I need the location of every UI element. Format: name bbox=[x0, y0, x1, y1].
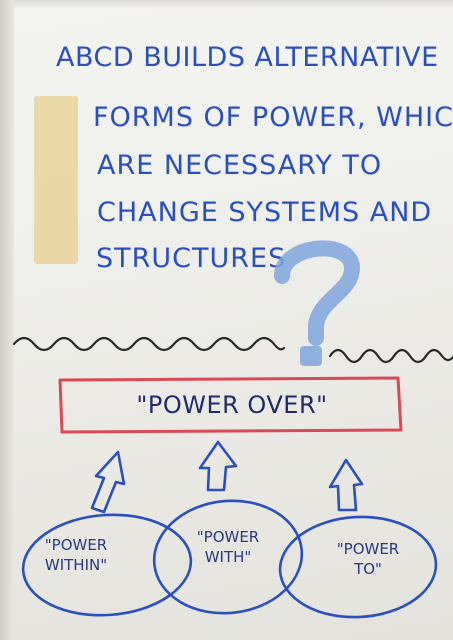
wavy-divider-right bbox=[328, 348, 453, 364]
power-within-line-1: "POWER bbox=[44, 536, 108, 554]
power-with-circle bbox=[152, 499, 304, 615]
power-within-circle bbox=[21, 513, 193, 617]
question-mark-icon bbox=[274, 240, 361, 366]
arrow-up-icon bbox=[328, 458, 364, 512]
power-with-line-1: "POWER bbox=[196, 528, 260, 546]
heading-line-1: ABCD BUILDS ALTERNATIVE bbox=[56, 42, 439, 73]
power-to-line-2: TO" bbox=[354, 560, 382, 578]
heading-line-5: STRUCTURES bbox=[96, 243, 287, 274]
arrow-up-icon bbox=[90, 450, 126, 514]
heading-line-2: FORMS OF POWER, WHICH bbox=[93, 102, 453, 133]
heading-line-4: CHANGE SYSTEMS AND bbox=[97, 197, 433, 228]
heading-line-3: ARE NECESSARY TO bbox=[97, 150, 383, 181]
power-within-label: "POWER WITHIN" bbox=[26, 535, 126, 575]
power-over-label: "POWER OVER" bbox=[136, 391, 328, 419]
arrow-up-icon bbox=[198, 440, 238, 492]
board-left-edge bbox=[0, 0, 14, 640]
wavy-divider-left bbox=[12, 336, 286, 352]
power-with-line-2: WITH" bbox=[204, 548, 252, 566]
power-over-box bbox=[58, 376, 403, 434]
board-top-edge bbox=[0, 0, 453, 8]
yellow-highlighter-mark bbox=[34, 96, 78, 264]
power-with-label: "POWER WITH" bbox=[178, 527, 278, 567]
power-to-label: "POWER TO" bbox=[318, 539, 418, 579]
power-to-line-1: "POWER bbox=[336, 540, 400, 558]
power-to-circle bbox=[278, 515, 438, 619]
power-within-line-2: WITHIN" bbox=[44, 556, 108, 574]
